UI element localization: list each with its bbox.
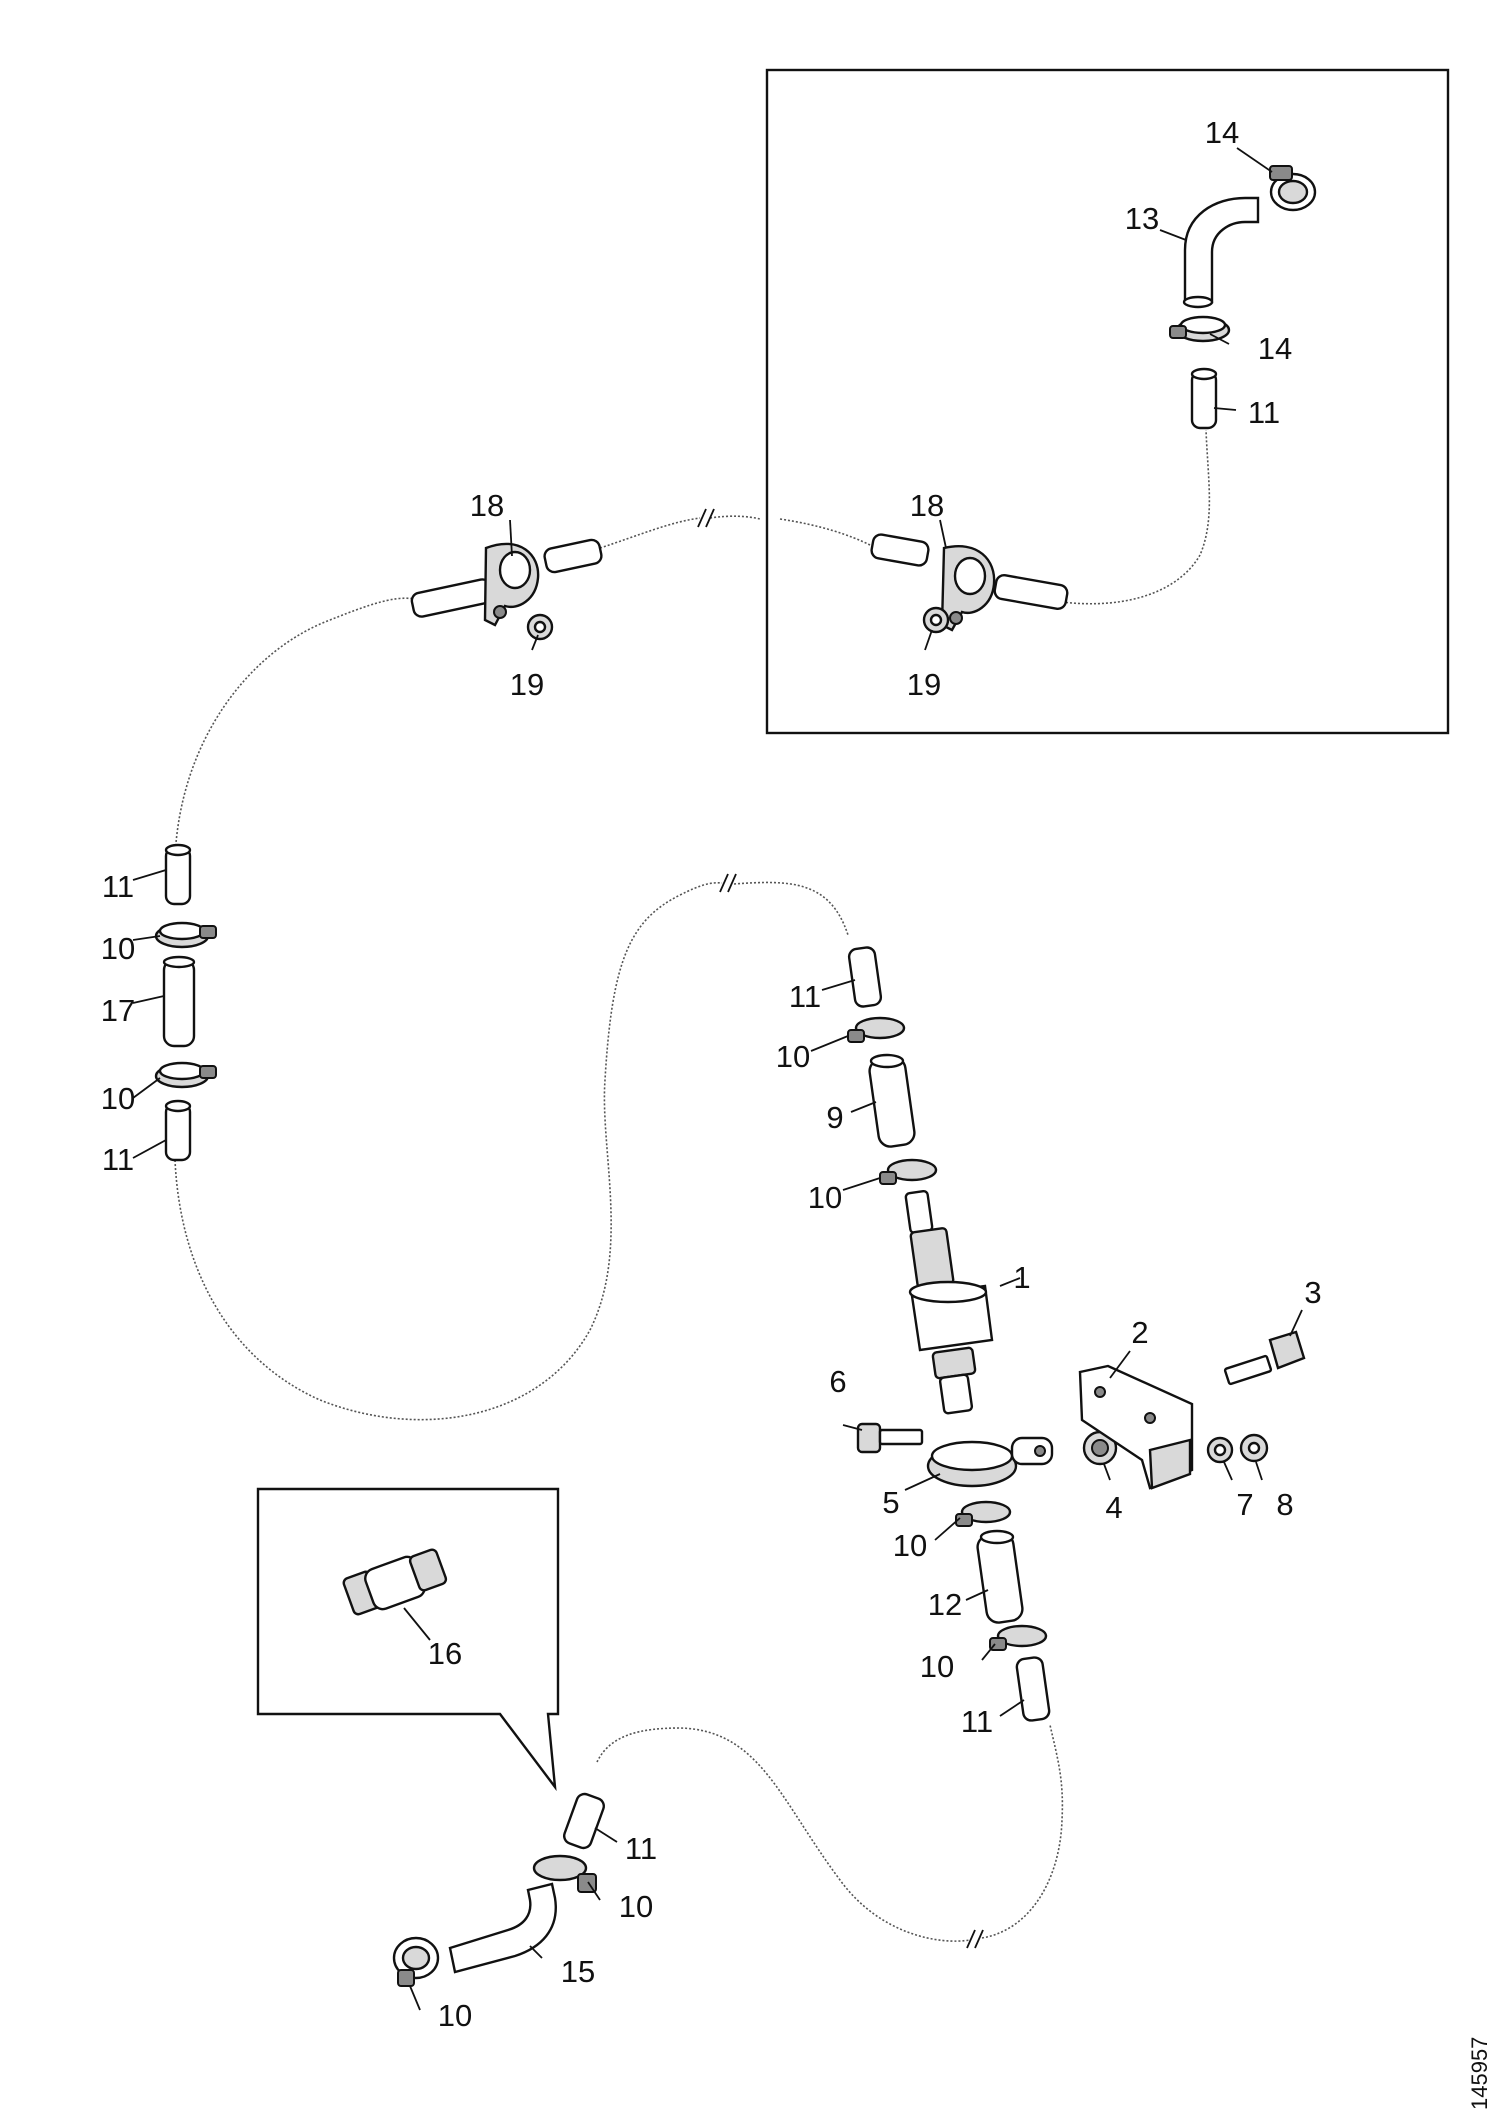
- callout-10-pump-upper: 10: [776, 1039, 810, 1074]
- clip-18-inset: [870, 533, 1069, 632]
- clamp-10-pump-upper: [847, 1016, 906, 1043]
- callout-11-pump-upper: 11: [789, 979, 821, 1014]
- callout-12: 12: [928, 1587, 962, 1622]
- hose-11-inset: [1190, 367, 1218, 430]
- callout-2: 2: [1131, 1315, 1148, 1350]
- clamp-10-bottom-mid: [532, 1854, 597, 1893]
- callout-11-left-upper: 11: [102, 869, 134, 904]
- callout-1: 1: [1013, 1260, 1030, 1295]
- callout-15: 15: [561, 1954, 595, 1989]
- clamp-10-pump-bottom: [989, 1624, 1048, 1651]
- hose-9: [868, 1053, 916, 1148]
- fuel-pipe-left-lower: [174, 882, 723, 1421]
- clamp-10-left-upper: [154, 921, 217, 949]
- clamp-10-bottom-left: [392, 1936, 440, 1987]
- fuel-pipe-bottom: [596, 1727, 971, 1942]
- callout-3: 3: [1304, 1275, 1321, 1310]
- washer-7: [1206, 1436, 1234, 1464]
- hose-11-bottom: [563, 1792, 605, 1850]
- callout-19-main: 19: [510, 667, 544, 702]
- fuel-pump-1: [904, 1189, 994, 1415]
- hose-15-elbow: [448, 1882, 557, 1974]
- callout-16: 16: [428, 1636, 462, 1671]
- nut-19-main: [526, 613, 554, 641]
- callout-11-inset: 11: [1248, 395, 1280, 430]
- callout-10-pump-bottom: 10: [920, 1649, 954, 1684]
- hose-11-left-upper: [164, 843, 192, 906]
- callout-13: 13: [1125, 201, 1159, 236]
- hose-11-pump-upper: [847, 946, 883, 1008]
- callout-19-inset: 19: [907, 667, 941, 702]
- callout-11-pump-lower: 11: [961, 1704, 993, 1739]
- fuel-pipe-inset-right: [1061, 429, 1211, 605]
- detail-frame-lower: [256, 1487, 560, 1792]
- fuel-pipe-top-break: [709, 515, 761, 520]
- detail-frame-upper: [765, 68, 1450, 735]
- callout-17: 17: [101, 993, 135, 1028]
- callout-14-top: 14: [1205, 115, 1239, 150]
- callout-4: 4: [1105, 1490, 1122, 1525]
- hose-11-pump-lower: [1015, 1656, 1051, 1722]
- clamp-10-pump-lower: [955, 1500, 1012, 1527]
- fuel-pipe-inset: [779, 518, 871, 546]
- callout-10-bottom-left: 10: [438, 1998, 472, 2033]
- callout-10-pump-lower: 10: [893, 1528, 927, 1563]
- fuel-pipe-mid-arc: [733, 881, 849, 936]
- callout-18-main: 18: [470, 488, 504, 523]
- fuel-pipe-left-loop: [174, 597, 421, 859]
- adapter-16: [342, 1548, 448, 1616]
- callout-10-left-upper: 10: [101, 931, 135, 966]
- clamp-14-top: [1269, 165, 1317, 212]
- hose-12: [976, 1529, 1024, 1624]
- clamp-10-left-lower: [154, 1061, 217, 1089]
- fuel-pipe-bottom-right: [981, 1724, 1064, 1939]
- callout-5: 5: [882, 1485, 899, 1520]
- callout-8: 8: [1276, 1487, 1293, 1522]
- clamp-10-pump-mid: [879, 1158, 938, 1185]
- callout-7: 7: [1236, 1487, 1253, 1522]
- nut-19-inset: [922, 606, 950, 634]
- callout-11-bottom: 11: [625, 1831, 657, 1866]
- callout-6: 6: [829, 1364, 846, 1399]
- bracket-2: [1078, 1364, 1194, 1490]
- hose-17: [162, 955, 196, 1048]
- callout-10-pump-mid: 10: [808, 1180, 842, 1215]
- bolt-3: [1223, 1330, 1306, 1386]
- clamp-14-lower: [1169, 315, 1231, 343]
- pipe-break-marks: [697, 508, 984, 1949]
- nut-8: [1239, 1433, 1269, 1463]
- callout-10-bottom-mid: 10: [619, 1889, 653, 1924]
- leader-lines: [132, 147, 1303, 2011]
- callout-18-inset: 18: [910, 488, 944, 523]
- callout-14-lower: 14: [1258, 331, 1292, 366]
- fuel-pipe-top-left: [599, 517, 701, 549]
- drawing-number: 145957: [1467, 2037, 1492, 2110]
- clip-18-main: [410, 538, 603, 627]
- callout-9: 9: [826, 1100, 843, 1135]
- callout-10-left-lower: 10: [101, 1081, 135, 1116]
- callout-11-left-lower: 11: [102, 1142, 134, 1177]
- hose-13-elbow: [1182, 196, 1260, 309]
- clamp-5: [926, 1436, 1054, 1488]
- bolt-6: [856, 1422, 924, 1454]
- hose-11-left-lower: [164, 1099, 192, 1162]
